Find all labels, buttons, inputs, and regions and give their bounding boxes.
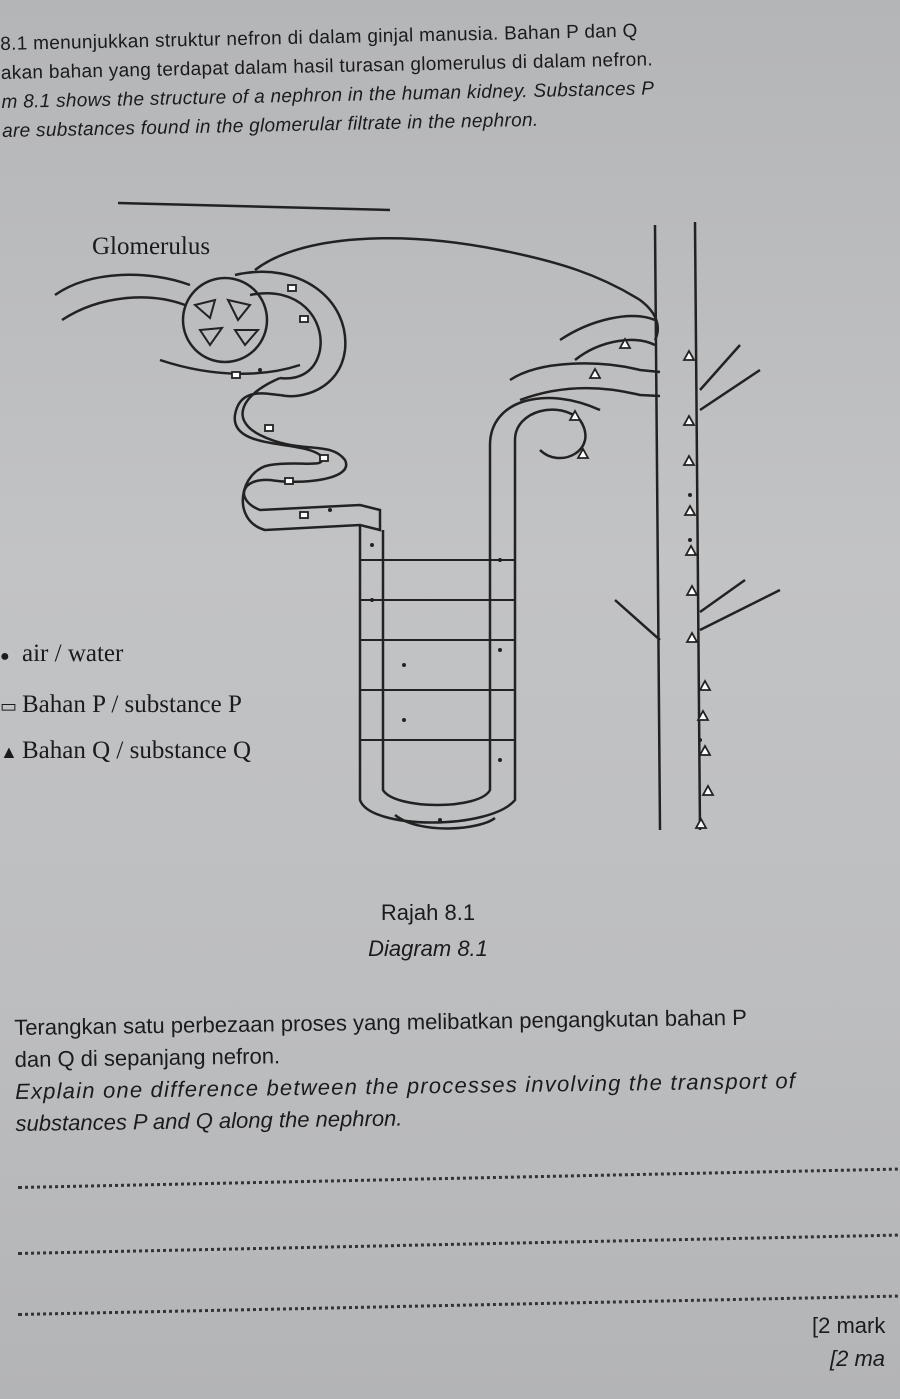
legend-label: air / water <box>22 640 124 667</box>
ascending-limb-top <box>488 396 601 480</box>
glomerulus-label: Glomerulus <box>92 233 210 260</box>
capsule-outer <box>159 358 301 375</box>
legend-item-substance-q: ▲Bahan Q / substance Q <box>0 737 251 765</box>
legend-label: Bahan Q / substance Q <box>22 737 252 764</box>
legend-label: Bahan P / substance P <box>22 691 242 718</box>
bowmans-capsule <box>234 270 347 398</box>
loop-bottom <box>394 814 496 830</box>
square-icon: ▭ <box>0 696 18 716</box>
top-line <box>117 201 391 212</box>
loop-crossbars <box>360 559 515 741</box>
caption-ms: Rajah 8.1 <box>380 900 476 925</box>
triangle-icon: ▲ <box>0 742 18 762</box>
glomerulus <box>181 276 269 364</box>
legend-item-substance-p: ▭Bahan P / substance P <box>0 691 242 719</box>
marks-en: [2 ma <box>830 1346 886 1371</box>
proximal-tubule <box>233 376 382 532</box>
answer-line-2[interactable] <box>18 1233 900 1255</box>
distal-tubule <box>509 314 661 402</box>
intro-text: 8.1 menunjukkan struktur nefron di dalam… <box>0 11 900 146</box>
answer-line-3[interactable] <box>18 1294 900 1316</box>
answer-line-1[interactable] <box>18 1167 900 1189</box>
water-markers <box>258 368 702 822</box>
legend-item-water: ● air / water <box>0 640 123 668</box>
duct-branch-lower <box>614 578 781 641</box>
caption-en: Diagram 8.1 <box>368 936 488 961</box>
nephron-diagram: Glomerulus <box>54 201 781 831</box>
descending-limb <box>358 470 517 824</box>
efferent-arteriole <box>254 237 659 341</box>
afferent-arteriole <box>54 273 191 322</box>
dot-icon: ● <box>0 648 10 665</box>
duct-branch-upper <box>699 344 761 412</box>
question-text: Terangkan satu perbezaan proses yang mel… <box>14 999 900 1140</box>
substance-p-markers <box>231 284 329 519</box>
glomerulus-capillaries <box>192 298 261 347</box>
marks-ms: [2 mark <box>812 1313 886 1338</box>
collecting-duct <box>653 221 702 831</box>
substance-q-markers <box>568 337 715 829</box>
